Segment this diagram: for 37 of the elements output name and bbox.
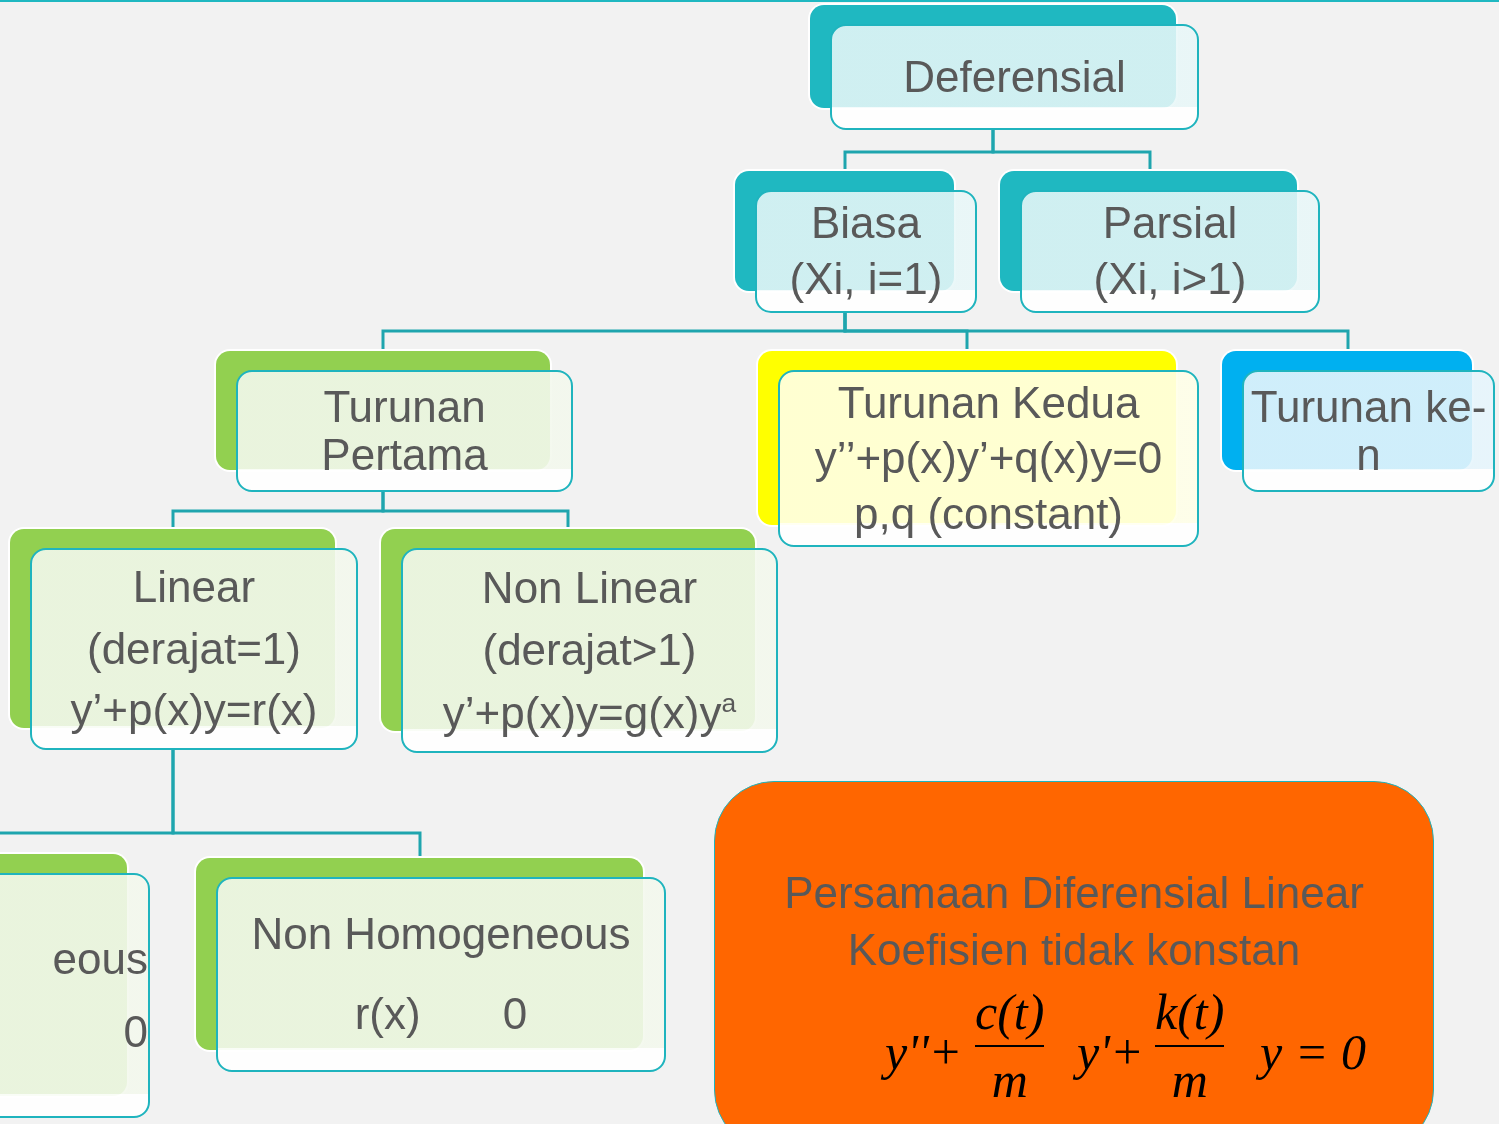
box-label: Deferensial — [903, 52, 1126, 102]
box-label: (derajat>1) — [482, 626, 697, 675]
connector-line — [171, 750, 422, 858]
category-box — [381, 529, 778, 753]
category-box — [735, 171, 977, 313]
box-label: eous — [52, 935, 148, 984]
note-text: Persamaan Diferensial Linear Koefisien tidak konstan — [783, 867, 1365, 977]
note-box — [714, 781, 1434, 1124]
box-label: (derajat=1) — [87, 624, 301, 674]
connector-line — [381, 492, 570, 529]
connector-line — [991, 130, 1152, 171]
category-box — [810, 5, 1199, 130]
box-label: Parsial — [1102, 199, 1238, 248]
box-label: y’’+p(x)y’+q(x)y=0 — [814, 434, 1163, 483]
category-box — [196, 858, 666, 1072]
box-label: Turunan ke-n — [1249, 382, 1488, 480]
box-label: Biasa — [810, 199, 922, 248]
denominator: m — [991, 1055, 1028, 1105]
box-label: r(x) 0 — [354, 990, 528, 1039]
category-box — [10, 529, 358, 750]
box-label: y’+p(x)y=r(x) — [70, 686, 318, 735]
box-label: Linear — [132, 563, 256, 612]
category-box — [216, 351, 573, 492]
category-box — [1222, 351, 1495, 492]
connector-line — [843, 313, 1350, 351]
box-label: 0 — [123, 1008, 148, 1057]
box-label: (Xi, i>1) — [1093, 255, 1247, 304]
box-label: p,q (constant) — [854, 489, 1123, 539]
box-label: Non Homogeneous — [251, 910, 631, 959]
category-box — [1000, 171, 1320, 313]
box-label: (Xi, i=1) — [789, 255, 943, 304]
box-label: Turunan Kedua — [837, 378, 1140, 428]
box-label: Non Linear — [481, 563, 698, 613]
box-label: y’+p(x)y=g(x)y$^{a}$ — [442, 688, 737, 738]
denominator: m — [1171, 1055, 1208, 1105]
category-box — [758, 351, 1199, 547]
box-label: Turunan Pertama — [320, 382, 489, 480]
